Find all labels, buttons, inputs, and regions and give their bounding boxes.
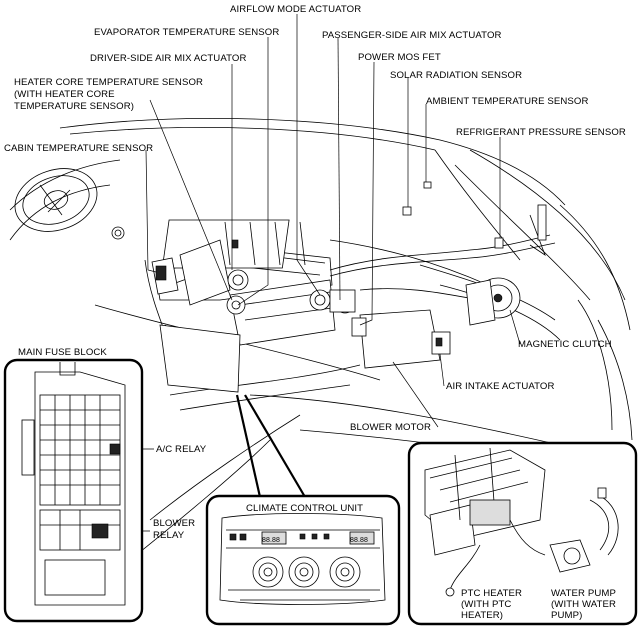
label-ac-relay: A/C RELAY: [156, 444, 207, 455]
label-ambient-temperature-sensor: AMBIENT TEMPERATURE SENSOR: [426, 96, 589, 107]
label-refrigerant-pressure-sensor: REFRIGERANT PRESSURE SENSOR: [456, 127, 626, 138]
display-right-value: 88.88: [350, 537, 368, 544]
label-ptc-heater-1: PTC HEATER: [461, 588, 522, 599]
label-ptc-heater-3: HEATER): [461, 610, 503, 621]
label-heater-core-temperature-sensor-3: TEMPERATURE SENSOR): [14, 101, 134, 112]
display-left-value: 88.88: [262, 537, 280, 544]
label-blower-motor: BLOWER MOTOR: [350, 422, 431, 433]
label-blower-relay-1: BLOWER: [153, 518, 195, 529]
main-fuse-block-inset: [3, 358, 144, 623]
climate-control-unit-inset: 88.88 88.88: [205, 494, 401, 626]
label-ptc-heater-2: (WITH PTC: [461, 599, 511, 610]
hvac-unit: [151, 181, 556, 369]
label-blower-relay-2: RELAY: [153, 530, 185, 541]
label-air-intake-actuator: AIR INTAKE ACTUATOR: [446, 381, 555, 392]
label-heater-core-temperature-sensor-2: (WITH HEATER CORE: [14, 89, 115, 100]
label-main-fuse-block: MAIN FUSE BLOCK: [18, 347, 107, 358]
label-cabin-temperature-sensor: CABIN TEMPERATURE SENSOR: [4, 143, 153, 154]
label-passenger-side-air-mix-actuator: PASSENGER-SIDE AIR MIX ACTUATOR: [322, 30, 502, 41]
label-heater-core-temperature-sensor-1: HEATER CORE TEMPERATURE SENSOR: [14, 77, 203, 88]
label-airflow-mode-actuator: AIRFLOW MODE ACTUATOR: [230, 4, 361, 15]
label-evaporator-temperature-sensor: EVAPORATOR TEMPERATURE SENSOR: [94, 27, 279, 38]
dash-panel: [159, 324, 241, 393]
label-power-mos-fet: POWER MOS FET: [358, 52, 441, 63]
label-magnetic-clutch: MAGNETIC CLUTCH: [518, 339, 612, 350]
label-solar-radiation-sensor: SOLAR RADIATION SENSOR: [390, 70, 522, 81]
labels: AIRFLOW MODE ACTUATOR EVAPORATOR TEMPERA…: [4, 4, 626, 621]
steering-wheel: [14, 168, 125, 240]
label-water-pump-1: WATER PUMP: [551, 588, 616, 599]
label-water-pump-3: PUMP): [551, 610, 582, 621]
ptc-heater-inset: [407, 441, 638, 626]
label-driver-side-air-mix-actuator: DRIVER-SIDE AIR MIX ACTUATOR: [90, 53, 247, 64]
label-climate-control-unit: CLIMATE CONTROL UNIT: [246, 503, 363, 514]
label-water-pump-2: (WITH WATER: [551, 599, 616, 610]
